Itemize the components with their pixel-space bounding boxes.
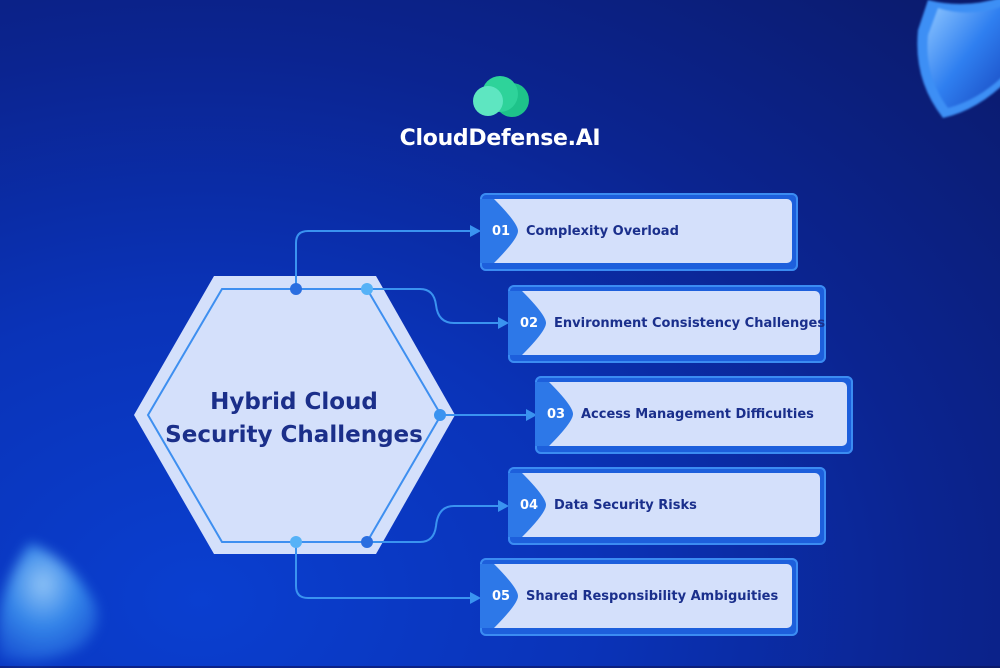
brand-name: CloudDefense.AI bbox=[399, 126, 601, 151]
item-number: 01 bbox=[491, 224, 511, 239]
number-tab bbox=[480, 564, 518, 628]
item-label: Complexity Overload bbox=[526, 224, 679, 239]
item-label: Shared Responsibility Ambiguities bbox=[526, 589, 779, 604]
arrow-05 bbox=[470, 592, 481, 604]
node-04 bbox=[361, 536, 373, 548]
node-02 bbox=[361, 283, 373, 295]
center-hexagon bbox=[134, 276, 455, 554]
center-title-line1: Hybrid Cloud bbox=[210, 389, 378, 415]
node-03 bbox=[434, 409, 446, 421]
number-tab bbox=[508, 473, 546, 537]
item-label: Access Management Difficulties bbox=[581, 407, 814, 422]
item-number: 03 bbox=[546, 407, 566, 422]
number-tab bbox=[480, 199, 518, 263]
center-title: Hybrid Cloud Security Challenges bbox=[134, 386, 454, 452]
shield-icon bbox=[917, 0, 1000, 118]
arrow-01 bbox=[470, 225, 481, 237]
node-05 bbox=[290, 536, 302, 548]
item-number: 02 bbox=[519, 316, 539, 331]
challenge-card-05: 05 Shared Responsibility Ambiguities bbox=[480, 558, 798, 636]
cloud-logo-icon bbox=[473, 76, 529, 117]
connector-02 bbox=[367, 288, 498, 324]
item-label: Environment Consistency Challenges bbox=[554, 316, 826, 331]
connector-04 bbox=[367, 505, 498, 543]
shield-icon bbox=[0, 543, 98, 662]
connector-01 bbox=[295, 230, 470, 289]
arrow-03 bbox=[526, 409, 537, 421]
challenge-card-01: 01 Complexity Overload bbox=[480, 193, 798, 271]
center-title-line2: Security Challenges bbox=[165, 422, 423, 448]
item-number: 04 bbox=[519, 498, 539, 513]
item-label: Data Security Risks bbox=[554, 498, 697, 513]
connector-05 bbox=[295, 542, 470, 599]
arrow-02 bbox=[498, 317, 509, 329]
item-number: 05 bbox=[491, 589, 511, 604]
challenge-card-02: 02 Environment Consistency Challenges bbox=[508, 285, 826, 363]
number-tab bbox=[508, 291, 546, 355]
number-tab bbox=[535, 382, 573, 446]
challenge-card-03: 03 Access Management Difficulties bbox=[535, 376, 853, 454]
node-01 bbox=[290, 283, 302, 295]
challenge-card-04: 04 Data Security Risks bbox=[508, 467, 826, 545]
arrow-04 bbox=[498, 500, 509, 512]
